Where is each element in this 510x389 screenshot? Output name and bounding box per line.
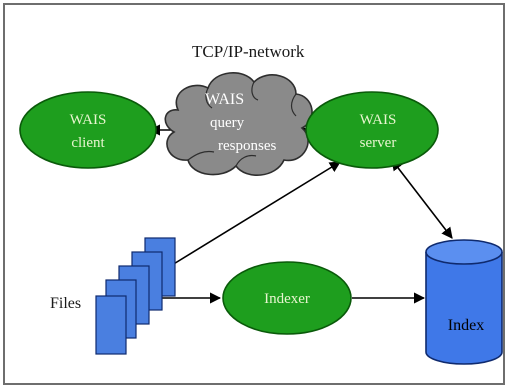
files-to-server-arrow [171,161,341,266]
server-index-arrow [391,159,453,239]
files-label: Files [50,295,81,312]
cloud-label-line1: WAIS [205,91,244,108]
index-label: Index [448,317,484,334]
network-label: TCP/IP-network [192,42,305,61]
indexer-label: Indexer [264,291,310,307]
server-label-line1: WAIS [360,112,397,128]
indexer-node: Indexer [222,261,352,335]
client-label-line1: WAIS [70,112,107,128]
wais-client-node: WAIS client [19,91,157,169]
cloud-label-line3: responses [218,138,276,154]
network-cloud: WAIS query responses [164,72,313,176]
wais-server-node: WAIS server [305,91,439,169]
file-icon [95,295,127,355]
client-label-line2: client [71,135,105,151]
cloud-label-line2: query [210,115,245,131]
index-database-icon: Index [425,239,503,365]
server-label-line2: server [360,135,397,151]
files-stack [95,237,176,355]
